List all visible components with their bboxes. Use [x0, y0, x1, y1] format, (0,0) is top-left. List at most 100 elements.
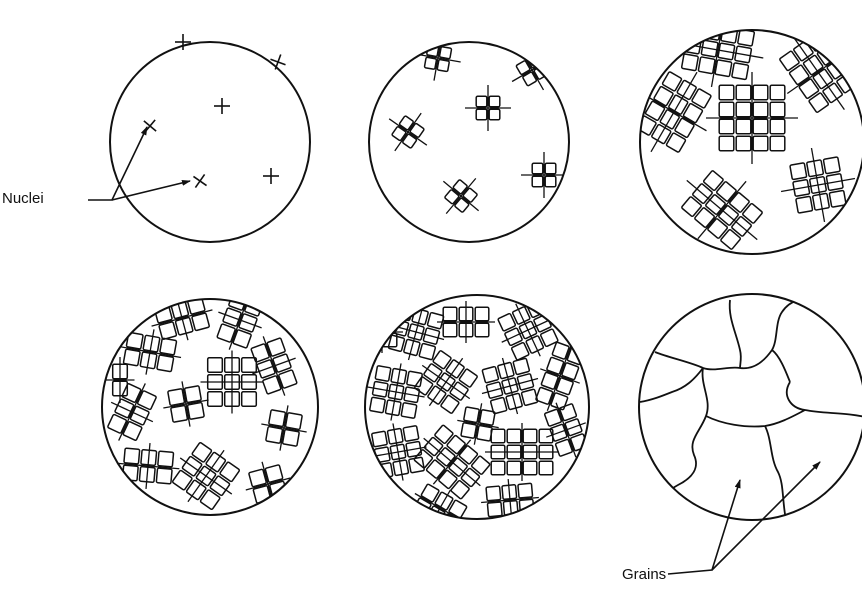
crystal-cell — [266, 426, 283, 443]
mid-crystals — [619, 5, 862, 268]
crystal-cell — [157, 355, 174, 372]
crystal-cell — [168, 389, 185, 406]
crystal-cell — [687, 20, 704, 37]
crystal-cell — [753, 102, 768, 117]
leader-arrows — [88, 127, 820, 574]
crystal-cell — [124, 448, 140, 464]
crystal-cell — [476, 96, 487, 107]
crystal-cell — [367, 333, 381, 347]
crystal — [479, 477, 540, 524]
crystal — [380, 296, 451, 367]
nucleus-cross — [263, 168, 279, 184]
crystal-cell — [479, 410, 495, 426]
crystal-cell — [475, 323, 489, 337]
crystal-cell — [491, 429, 505, 443]
nucleus-cross-stroke — [145, 120, 155, 132]
crystal — [115, 440, 182, 491]
crystal-cell — [383, 317, 397, 331]
grain-boundary — [655, 299, 862, 369]
panel-grains — [639, 294, 862, 520]
crystal — [98, 374, 166, 451]
crystal-cell — [498, 313, 516, 331]
crystal — [489, 291, 566, 368]
crystal-cell — [486, 486, 501, 501]
crystal-cell — [171, 405, 188, 422]
crystal — [240, 456, 296, 512]
crystal-cell — [156, 468, 172, 484]
crystal-cell — [443, 307, 457, 321]
crystal-axis — [502, 358, 517, 414]
crystal-cell — [242, 392, 257, 407]
crystal-cell — [477, 425, 493, 441]
nucleus-cross — [139, 115, 162, 138]
crystal-cell — [539, 461, 553, 475]
crystal-cell — [523, 461, 537, 475]
nucleus-cross-stroke — [195, 174, 204, 187]
crystal-cell — [532, 163, 543, 174]
crystal-cell — [208, 358, 223, 373]
crystal-cell — [698, 57, 715, 74]
grain-boundary — [772, 350, 790, 382]
panel-2-circle — [369, 42, 569, 242]
panel-crystal-growth-mid — [619, 5, 862, 268]
crystal — [201, 351, 264, 414]
crystal-cell — [184, 386, 201, 403]
crystal-cell — [285, 413, 302, 430]
crystal — [761, 13, 862, 131]
crystal-cell — [476, 109, 487, 120]
crystal-cell — [753, 85, 768, 100]
crystal — [666, 5, 770, 95]
crystal — [437, 301, 495, 343]
crystal-cell — [489, 96, 500, 107]
crystal-axis — [119, 383, 146, 440]
crystal-cell — [790, 163, 807, 180]
crystal-cell — [282, 429, 299, 446]
crystal-cell — [715, 60, 732, 77]
crystal-axis — [263, 336, 285, 395]
panel-6-circle — [639, 294, 862, 520]
crystal-cell — [419, 343, 436, 360]
crystal-cell — [736, 119, 751, 134]
nuclei-arrow-2 — [112, 181, 190, 200]
crystal-cell — [154, 305, 172, 323]
crystal-axis — [433, 440, 470, 484]
crystal-cell — [513, 358, 530, 375]
crystal-cell — [518, 483, 533, 498]
crystal-cell — [719, 136, 734, 151]
crystal — [521, 152, 567, 198]
crystal — [454, 400, 503, 449]
crystal-cell — [681, 54, 698, 71]
crystal — [411, 31, 464, 84]
crystal — [775, 142, 862, 229]
crystal-cell — [409, 457, 425, 473]
crystal-axis — [651, 72, 697, 152]
crystal-cell — [507, 429, 521, 443]
crystal-cell — [545, 163, 556, 174]
nuclei-arrow-1 — [88, 127, 147, 200]
crystal-cell — [443, 323, 457, 337]
crystal-cell — [521, 389, 538, 406]
crystal-cell — [475, 307, 489, 321]
crystal-cell — [770, 102, 785, 117]
late-crystals — [98, 283, 311, 520]
crystal — [162, 432, 250, 520]
crystal — [501, 39, 564, 102]
crystal — [208, 283, 273, 358]
crystal-cell — [545, 176, 556, 187]
crystal-cell — [532, 176, 543, 187]
crystal-axis — [229, 290, 251, 349]
crystal-cell — [123, 349, 140, 366]
crystal-cell — [482, 366, 499, 383]
crystal-cell — [719, 85, 734, 100]
crystal — [528, 334, 593, 418]
crystal-cell — [489, 109, 500, 120]
crystal-axis — [556, 403, 576, 458]
crystal-cell — [464, 407, 480, 423]
crystal-cell — [367, 317, 381, 331]
crystal-cell — [461, 423, 477, 439]
grain-boundary — [730, 300, 741, 368]
crystal — [405, 416, 499, 508]
crystal-cell — [732, 63, 749, 80]
